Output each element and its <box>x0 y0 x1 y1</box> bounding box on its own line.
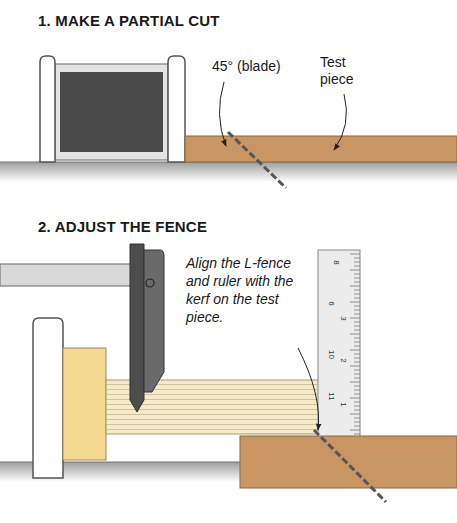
ruler-tick <box>354 338 360 339</box>
ruler-tick <box>354 402 360 403</box>
ruler-number: 1 <box>339 402 348 406</box>
ruler-tick <box>354 434 360 435</box>
ruler-tick <box>354 314 360 315</box>
step-heading-box: 2. ADJUST THE FENCE <box>38 218 298 235</box>
table-surface <box>0 162 457 182</box>
ruler-tick <box>350 254 360 255</box>
ruler-number-box: 6 <box>327 301 336 305</box>
ruler-tick <box>354 390 360 391</box>
ruler-tick <box>354 342 360 343</box>
ruler <box>318 250 360 438</box>
angle-label: 45° (blade) <box>212 58 312 75</box>
ruler-number-box: 8 <box>332 260 341 264</box>
ruler-tick <box>354 262 360 263</box>
step-heading: 1. MAKE A PARTIAL CUT <box>38 12 298 29</box>
sled-frame <box>55 64 168 160</box>
ruler-tick <box>354 346 360 347</box>
fence-knob <box>146 279 154 287</box>
saw-blade <box>228 132 286 188</box>
ruler-tick <box>354 326 360 327</box>
sled-post <box>168 56 185 162</box>
ruler-tick <box>354 294 360 295</box>
test-piece <box>240 436 457 488</box>
part-label-box: Test piece <box>320 54 380 88</box>
ruler-number: 2 <box>339 358 348 362</box>
ruler-number-box: 3 <box>339 316 348 320</box>
ruler-tick <box>354 266 360 267</box>
ruler-tick <box>350 366 360 367</box>
step-heading: 2. ADJUST THE FENCE <box>38 218 298 235</box>
instruction-note-box: Align the L-fence and ruler with the ker… <box>186 254 314 326</box>
ruler-tick <box>354 310 360 311</box>
ruler-number: 6 <box>327 301 336 305</box>
ruler-ticks <box>350 254 360 438</box>
ruler-tick <box>354 278 360 279</box>
ruler-tick <box>354 378 360 379</box>
ruler-tick <box>350 414 360 415</box>
step-heading-box: 1. MAKE A PARTIAL CUT <box>38 12 298 29</box>
ruler-tick <box>354 426 360 427</box>
ruler-tick <box>350 334 360 335</box>
ruler-tick <box>354 406 360 407</box>
leader-line <box>219 82 226 146</box>
ruler-tick <box>350 286 360 287</box>
ruler-tick <box>354 298 360 299</box>
ruler-tick <box>354 386 360 387</box>
l-fence <box>144 250 164 392</box>
ruler-tick <box>350 398 360 399</box>
ruler-tick <box>354 358 360 359</box>
angle-label-box: 45° (blade) <box>212 58 312 75</box>
fence-rail <box>0 264 150 286</box>
ruler-tick <box>354 370 360 371</box>
instruction-note: Align the L-fence and ruler with the ker… <box>186 254 314 326</box>
ruler-number-box: 10 <box>327 350 336 359</box>
l-fence <box>130 244 144 412</box>
ruler-tick <box>350 318 360 319</box>
ruler-tick <box>354 274 360 275</box>
ruler-tick <box>354 290 360 291</box>
sled-post <box>40 56 55 162</box>
ruler-number: 3 <box>339 316 348 320</box>
ruler-tick <box>354 258 360 259</box>
ruler-tick <box>350 270 360 271</box>
ruler-tick <box>354 282 360 283</box>
part-label: Test piece <box>320 54 380 88</box>
sled-post <box>33 318 63 478</box>
ruler-tick <box>354 306 360 307</box>
ruler-number: 10 <box>327 350 336 359</box>
ruler-number: 8 <box>332 260 341 264</box>
ruler-tick <box>354 354 360 355</box>
ruler-number-box: 11 <box>327 392 336 400</box>
ruler-tick <box>354 330 360 331</box>
ruler-tick <box>350 382 360 383</box>
saw-blade <box>314 430 386 502</box>
fence-block <box>63 348 106 460</box>
ruler-tick <box>354 362 360 363</box>
ruler-number: 11 <box>327 392 336 400</box>
sled-drum <box>60 72 163 152</box>
test-piece <box>185 136 457 162</box>
ruler-tick <box>354 422 360 423</box>
ruler-number-box: 2 <box>339 358 348 362</box>
ruler-tick <box>354 394 360 395</box>
ruler-tick <box>350 350 360 351</box>
ruler-tick <box>354 410 360 411</box>
ruler-tick <box>350 302 360 303</box>
leader-line <box>298 348 319 430</box>
ruler-number-box: 1 <box>339 402 348 406</box>
ruler-tick <box>354 322 360 323</box>
leader-line <box>334 94 346 150</box>
ruler-tick <box>350 430 360 431</box>
ruler-tick <box>354 418 360 419</box>
ruler-tick <box>354 374 360 375</box>
